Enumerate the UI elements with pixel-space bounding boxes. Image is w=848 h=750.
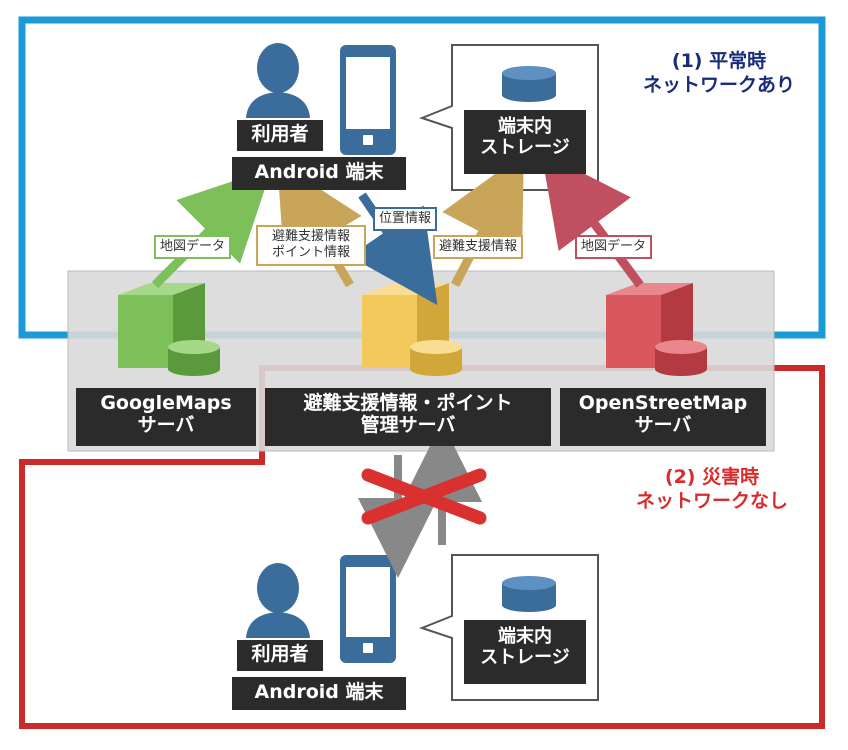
normal-scenario-heading: (1) 平常時 ネットワークあり bbox=[608, 50, 830, 98]
arrow-location-info bbox=[349, 192, 438, 306]
database-icon-bottom bbox=[502, 576, 556, 612]
flow-label-map-data-osm: 地図データ bbox=[575, 235, 653, 260]
flow-label-map-data-google: 地図データ bbox=[154, 235, 232, 260]
device-label-top: Android 端末 bbox=[232, 157, 406, 190]
normal-scenario-number: (1) 平常時 bbox=[671, 50, 767, 72]
disaster-scenario-number: (2) 災害時 bbox=[664, 466, 760, 488]
normal-scenario-condition: ネットワークあり bbox=[642, 73, 795, 96]
normal-scenario-frame bbox=[18, 16, 826, 339]
disaster-scenario-heading: (2) 災害時 ネットワークなし bbox=[596, 466, 828, 514]
flow-label-evac-point-info: 避難支援情報 ポイント情報 bbox=[256, 225, 366, 266]
storage-label-bottom: 端末内 ストレージ bbox=[464, 620, 586, 684]
database-icon-top bbox=[502, 66, 556, 102]
phone-icon-top bbox=[340, 45, 396, 155]
google-maps-server-label: GoogleMaps サーバ bbox=[76, 388, 256, 446]
flow-label-evac-info-storage: 避難支援情報 bbox=[433, 235, 524, 260]
flow-label-location-info: 位置情報 bbox=[373, 207, 438, 232]
storage-label-top: 端末内 ストレージ bbox=[464, 110, 586, 174]
disaster-scenario-frame bbox=[19, 365, 825, 729]
phone-icon-bottom bbox=[340, 555, 396, 663]
device-label-bottom: Android 端末 bbox=[232, 677, 406, 710]
cross-icon bbox=[361, 468, 487, 525]
google-maps-server-icon bbox=[118, 283, 220, 376]
user-label-top: 利用者 bbox=[237, 120, 323, 151]
evacuation-server-label: 避難支援情報・ポイント 管理サーバ bbox=[265, 388, 551, 446]
user-icon-bottom bbox=[246, 563, 310, 638]
osm-server-label: OpenStreetMap サーバ bbox=[560, 388, 766, 446]
user-label-bottom: 利用者 bbox=[237, 640, 323, 671]
disaster-scenario-condition: ネットワークなし bbox=[635, 489, 788, 512]
osm-server-icon bbox=[606, 283, 707, 376]
evacuation-server-icon bbox=[362, 283, 462, 376]
user-icon-top bbox=[246, 43, 310, 118]
